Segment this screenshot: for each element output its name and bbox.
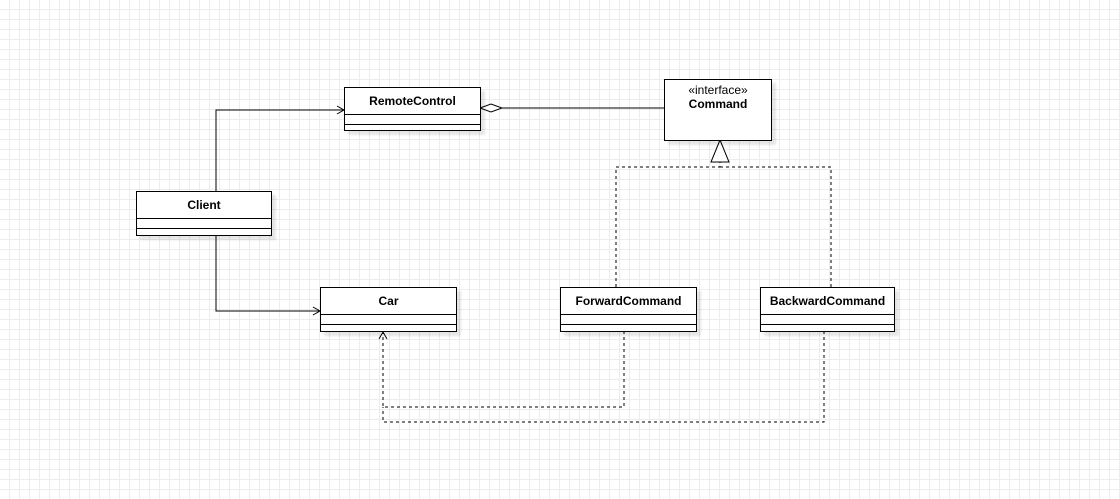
realization-triangle — [710, 138, 730, 163]
class-car[interactable]: Car — [320, 287, 457, 332]
forwardcommand-car-dependency[interactable] — [382, 331, 625, 408]
class-remotecontrol[interactable]: RemoteControl — [344, 87, 481, 131]
operations-compartment — [761, 324, 894, 333]
class-client[interactable]: Client — [136, 191, 272, 236]
interface-stereotype: «interface» — [688, 83, 748, 97]
operations-compartment — [561, 324, 696, 333]
attributes-compartment — [321, 315, 456, 324]
class-name: ForwardCommand — [561, 288, 696, 315]
operations-compartment — [137, 228, 271, 237]
backwardcommand-realization-line[interactable] — [720, 166, 832, 287]
class-backwardcommand[interactable]: BackwardCommand — [760, 287, 895, 332]
attributes-compartment — [561, 315, 696, 324]
attributes-compartment — [137, 219, 271, 228]
interface-command[interactable]: «interface» Command — [664, 79, 772, 141]
class-forwardcommand[interactable]: ForwardCommand — [560, 287, 697, 332]
aggregation-diamond — [478, 103, 504, 113]
class-name: Client — [137, 192, 271, 219]
class-name: RemoteControl — [345, 88, 480, 115]
class-name: «interface» Command — [665, 80, 771, 111]
attributes-compartment — [345, 115, 480, 124]
class-name: BackwardCommand — [761, 288, 894, 315]
backwardcommand-car-dependency[interactable] — [382, 331, 825, 423]
attributes-compartment — [761, 315, 894, 324]
class-name: Car — [321, 288, 456, 315]
client-car-association[interactable] — [215, 235, 320, 312]
operations-compartment — [345, 124, 480, 133]
client-remotecontrol-association[interactable] — [215, 109, 344, 191]
operations-compartment — [321, 324, 456, 333]
car-dependency-arrowhead — [378, 330, 388, 340]
interface-name: Command — [688, 97, 748, 111]
forwardcommand-realization-line[interactable] — [615, 162, 721, 287]
